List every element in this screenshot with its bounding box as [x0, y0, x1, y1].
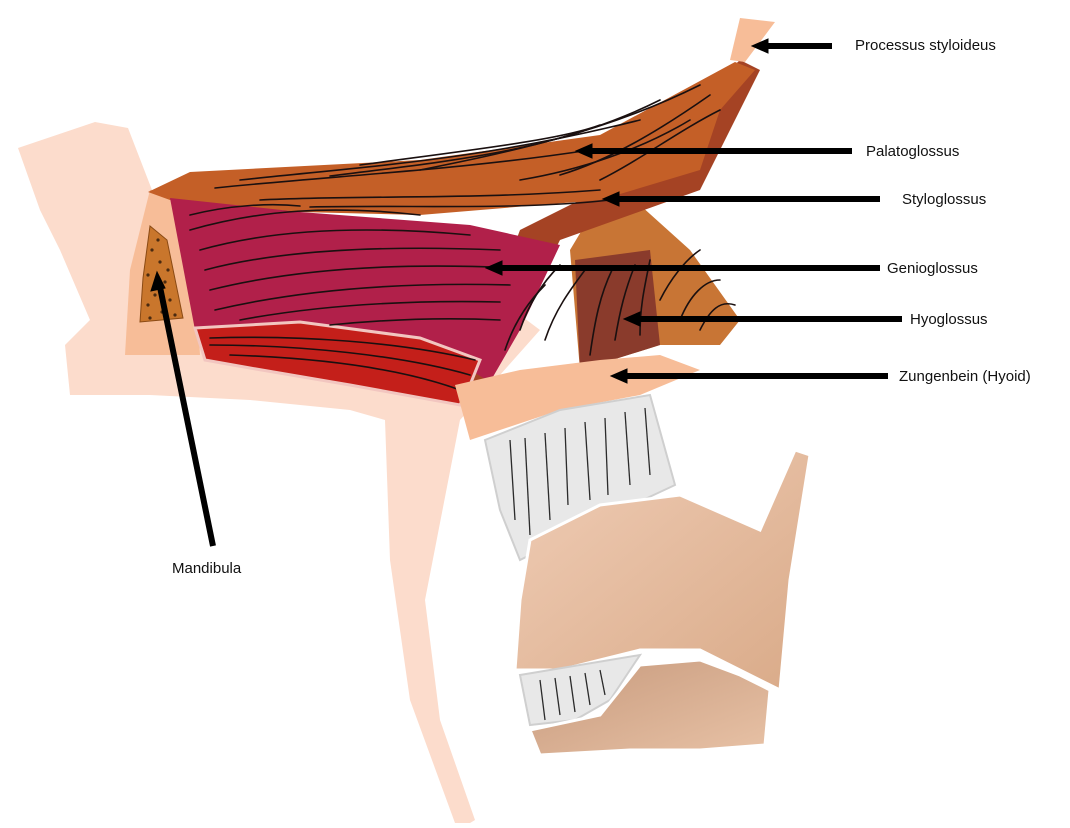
label-palatoglossus: Palatoglossus — [866, 143, 959, 161]
label-genioglossus: Genioglossus — [887, 260, 978, 278]
label-hyoglossus: Hyoglossus — [910, 311, 988, 329]
label-hyoid: Zungenbein (Hyoid) — [899, 368, 1031, 386]
label-processus-styloideus: Processus styloideus — [855, 37, 996, 55]
label-styloglossus: Styloglossus — [902, 191, 986, 209]
label-mandibula: Mandibula — [172, 560, 241, 578]
